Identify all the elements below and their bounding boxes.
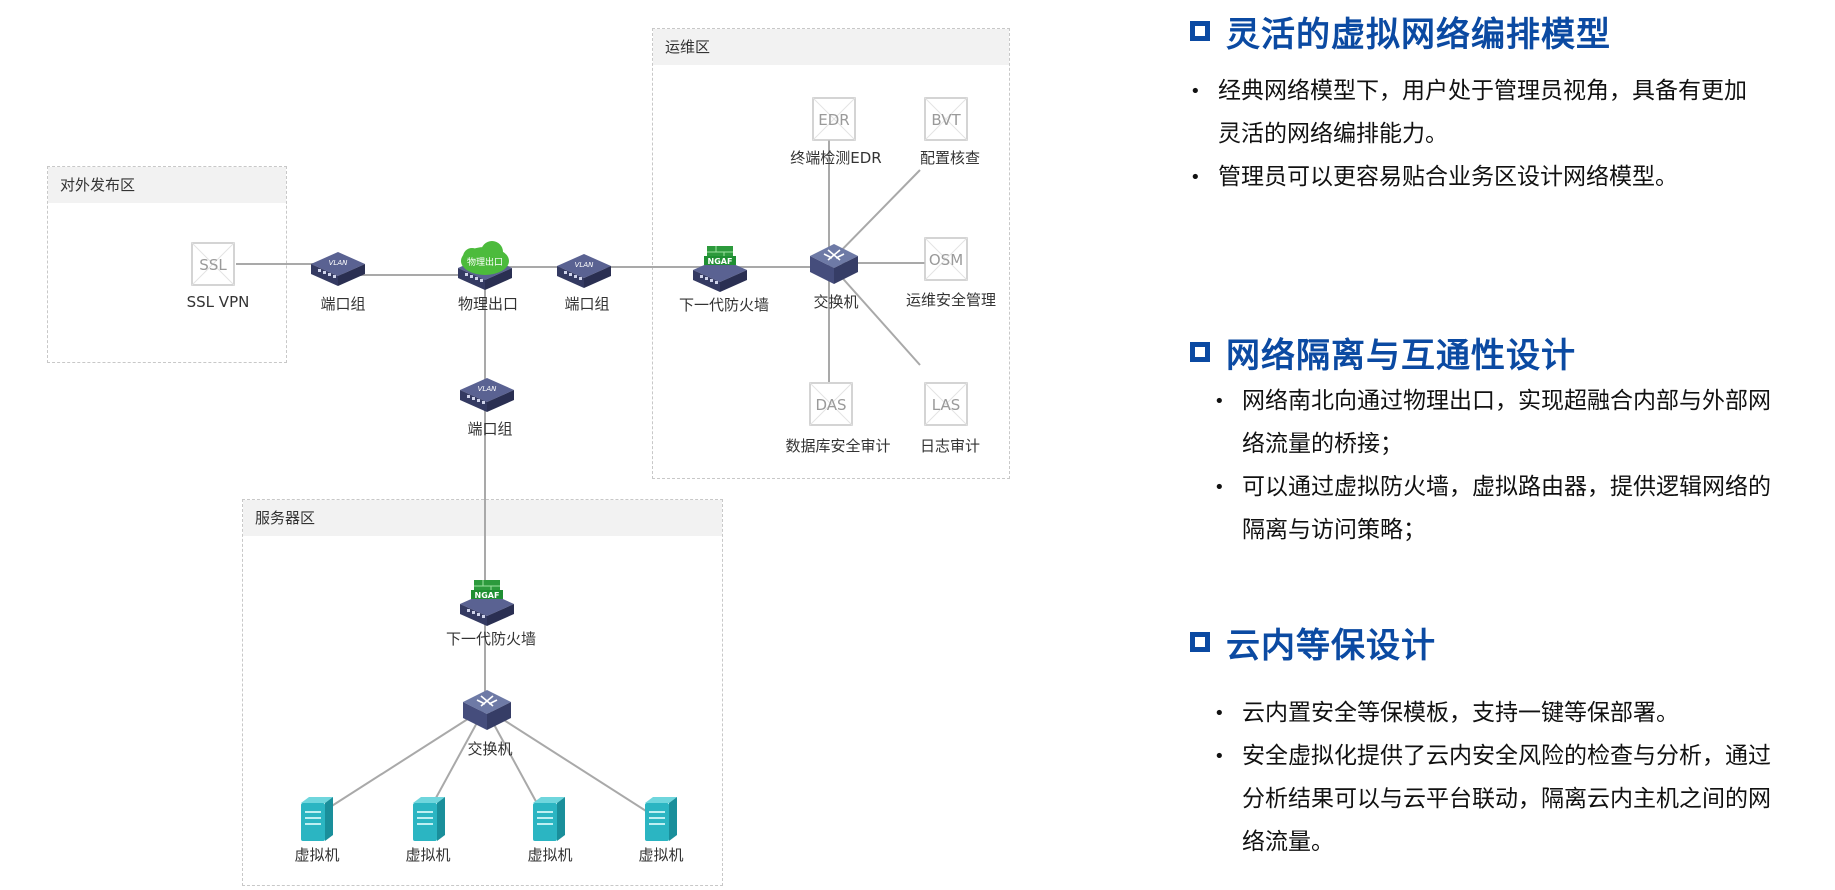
- port-group-2[interactable]: VLAN 端口组: [557, 254, 611, 313]
- section-3-header: 云内等保设计: [1190, 617, 1436, 667]
- bvt-box-text: BVT: [931, 111, 961, 129]
- las-box-text: LAS: [932, 396, 960, 414]
- edr-node[interactable]: EDR 终端检测EDR: [790, 97, 882, 167]
- vm-label: 虚拟机: [527, 846, 572, 864]
- bullet-continuation: 络流量的桥接；: [1242, 431, 1403, 457]
- vlan-tag: VLAN: [329, 259, 348, 267]
- zone-ops: 运维区: [652, 28, 1010, 479]
- physical-exit-node[interactable]: 物理出口 物理出口: [458, 241, 518, 313]
- zone-ops-title: 运维区: [653, 29, 1009, 65]
- section-3-title: 云内等保设计: [1226, 625, 1436, 666]
- vlan-tag: VLAN: [478, 385, 497, 393]
- physical-exit-label: 物理出口: [458, 295, 518, 313]
- port-group-3-label: 端口组: [467, 420, 512, 438]
- port-group-1[interactable]: VLAN 端口组: [311, 252, 366, 313]
- ssl-vpn-node[interactable]: SSL SSL VPN: [187, 242, 250, 311]
- bullet-item: 可以通过虚拟防火墙，虚拟路由器，提供逻辑网络的: [1214, 466, 1814, 509]
- vm-node-2[interactable]: 虚拟机: [405, 797, 451, 864]
- section-2-title: 网络隔离与互通性设计: [1226, 335, 1576, 376]
- ngaf-text: NGAF: [475, 591, 500, 600]
- port-group-2-label: 端口组: [564, 295, 609, 313]
- edr-label: 终端检测EDR: [790, 149, 881, 167]
- firewall-ops-label: 下一代防火墙: [679, 296, 769, 314]
- section-square-icon: [1190, 632, 1210, 652]
- network-diagram: SSL SSL VPN VLAN 端口组 物理出口 物理出口 VLAN 端口组 …: [187, 97, 996, 864]
- section-1-title: 灵活的虚拟网络编排模型: [1226, 14, 1611, 55]
- das-node[interactable]: DAS 数据库安全审计: [785, 382, 891, 455]
- vm-label: 虚拟机: [405, 846, 450, 864]
- vlan-tag: VLAN: [575, 261, 594, 269]
- switch-ops-label: 交换机: [813, 293, 858, 311]
- osm-box-text: OSM: [929, 251, 963, 269]
- bullet-item: 云内置安全等保模板，支持一键等保部署。: [1214, 692, 1814, 735]
- section-1-bullets: 经典网络模型下，用户处于管理员视角，具备有更加 灵活的网络编排能力。 管理员可以…: [1190, 70, 1810, 199]
- das-box-text: DAS: [815, 396, 846, 414]
- las-node[interactable]: LAS 日志审计: [920, 382, 980, 455]
- section-1-header: 灵活的虚拟网络编排模型: [1190, 6, 1611, 56]
- bullet-item: 管理员可以更容易贴合业务区设计网络模型。: [1190, 156, 1810, 199]
- bullet-item: 安全虚拟化提供了云内安全风险的检查与分析，通过: [1214, 735, 1814, 778]
- bullet-continuation: 灵活的网络编排能力。: [1218, 121, 1448, 147]
- port-group-1-label: 端口组: [320, 295, 365, 313]
- bvt-node[interactable]: BVT 配置核查: [920, 97, 980, 167]
- osm-label: 运维安全管理: [906, 291, 996, 309]
- bullet-item: 经典网络模型下，用户处于管理员视角，具备有更加: [1190, 70, 1810, 113]
- bullet-item: 网络南北向通过物理出口，实现超融合内部与外部网: [1214, 380, 1814, 423]
- firewall-server-node[interactable]: NGAF 下一代防火墙: [446, 580, 536, 648]
- section-2-header: 网络隔离与互通性设计: [1190, 327, 1576, 377]
- ssl-box-text: SSL: [199, 256, 227, 274]
- connections: [236, 107, 925, 819]
- section-3-bullets: 云内置安全等保模板，支持一键等保部署。 安全虚拟化提供了云内安全风险的检查与分析…: [1214, 692, 1814, 864]
- switch-ops-node[interactable]: 交换机: [809, 243, 859, 311]
- switch-server-node[interactable]: 交换机: [462, 689, 513, 758]
- ssl-vpn-label: SSL VPN: [187, 293, 250, 311]
- bvt-label: 配置核查: [920, 149, 980, 167]
- vm-node-3[interactable]: 虚拟机: [527, 797, 573, 864]
- section-2-bullets: 网络南北向通过物理出口，实现超融合内部与外部网 络流量的桥接； 可以通过虚拟防火…: [1214, 380, 1814, 552]
- edr-box-text: EDR: [818, 111, 849, 129]
- section-square-icon: [1190, 21, 1210, 41]
- das-label: 数据库安全审计: [785, 437, 890, 455]
- firewall-server-label: 下一代防火墙: [446, 630, 536, 648]
- bullet-continuation: 络流量。: [1242, 829, 1334, 855]
- vm-node-1[interactable]: 虚拟机: [294, 797, 340, 864]
- vm-label: 虚拟机: [638, 846, 683, 864]
- zone-server-title: 服务器区: [243, 500, 722, 536]
- vm-label: 虚拟机: [294, 846, 339, 864]
- ngaf-text: NGAF: [708, 257, 733, 266]
- section-square-icon: [1190, 342, 1210, 362]
- las-label: 日志审计: [920, 437, 980, 455]
- bullet-continuation: 分析结果可以与云平台联动，隔离云内主机之间的网: [1242, 786, 1771, 812]
- firewall-ops-node[interactable]: NGAF 下一代防火墙: [679, 246, 769, 314]
- vm-node-4[interactable]: 虚拟机: [638, 797, 684, 864]
- zone-external-title: 对外发布区: [48, 167, 286, 203]
- zone-server: 服务器区: [242, 499, 723, 886]
- bullet-continuation: 隔离与访问策略；: [1242, 517, 1426, 543]
- osm-node[interactable]: OSM 运维安全管理: [906, 237, 996, 309]
- port-group-3[interactable]: VLAN 端口组: [460, 378, 514, 438]
- zone-external: 对外发布区: [47, 166, 287, 363]
- switch-server-label: 交换机: [467, 740, 512, 758]
- cloud-badge-text: 物理出口: [467, 256, 503, 268]
